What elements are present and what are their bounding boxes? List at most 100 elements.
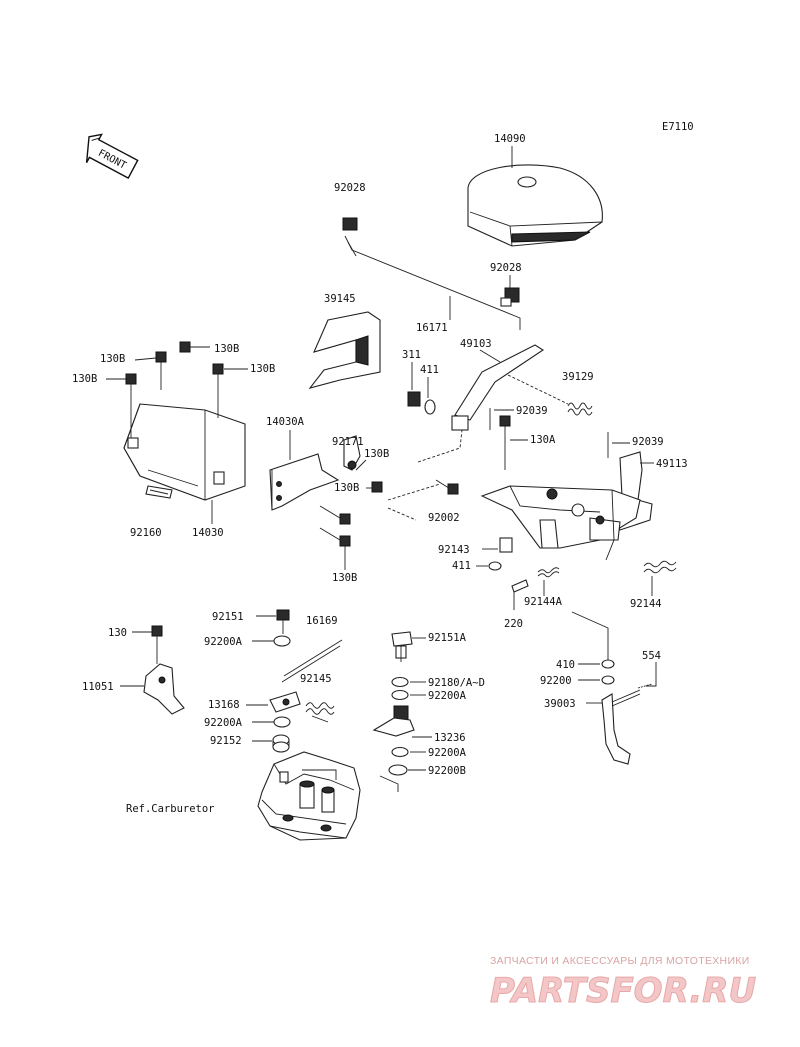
part-carburetor-base bbox=[257, 751, 361, 841]
part-spring-92145 bbox=[305, 702, 335, 723]
reference-label: Ref.Carburetor bbox=[126, 803, 215, 815]
front-arrow-icon: FRONT bbox=[85, 133, 139, 179]
part-cover-14030 bbox=[123, 403, 246, 501]
part-washer-92200A-1 bbox=[273, 635, 291, 647]
part-collar-92152 bbox=[272, 734, 290, 753]
callout-92039-left: 92039 bbox=[516, 405, 548, 417]
callout-92152: 92152 bbox=[210, 735, 242, 747]
part-collar-92143 bbox=[499, 537, 513, 553]
callout-92144: 92144 bbox=[630, 598, 662, 610]
part-spring-92144 bbox=[643, 560, 677, 574]
part-washer-92180 bbox=[391, 676, 409, 688]
part-spring-92144A bbox=[537, 567, 560, 578]
part-lever-13236 bbox=[372, 705, 415, 737]
callout-92145: 92145 bbox=[300, 673, 332, 685]
callout-39003: 39003 bbox=[544, 698, 576, 710]
part-cable-16171 bbox=[342, 217, 521, 330]
part-clip-92171 bbox=[343, 435, 361, 471]
part-washer-92200A-4 bbox=[391, 746, 409, 758]
part-bolt-92151A bbox=[391, 631, 413, 662]
callout-411-lower: 411 bbox=[452, 560, 471, 572]
part-lever-39003 bbox=[601, 689, 641, 765]
part-stud-92002 bbox=[435, 479, 459, 495]
callout-11051: 11051 bbox=[82, 681, 114, 693]
part-bolt-92151 bbox=[276, 609, 290, 634]
callout-130B-g: 130B bbox=[332, 572, 357, 584]
callout-92200A-3: 92200A bbox=[428, 690, 467, 702]
part-washer-92200A-2 bbox=[273, 716, 291, 728]
callout-554: 554 bbox=[642, 650, 661, 662]
callout-130B-d: 130B bbox=[72, 373, 97, 385]
part-lever-bracket-assembly bbox=[480, 485, 641, 561]
bolt-icon-130B-1 bbox=[155, 351, 167, 390]
callout-92200: 92200 bbox=[540, 675, 572, 687]
callout-130B-a: 130B bbox=[100, 353, 125, 365]
part-bolt-220 bbox=[511, 579, 529, 610]
part-washer-411-lower bbox=[488, 561, 502, 571]
watermark-tagline: ЗАПЧАСТИ И АКСЕССУАРЫ ДЛЯ МОТОТЕХНИКИ bbox=[490, 955, 750, 967]
part-bracket-11051 bbox=[143, 663, 185, 715]
part-bolt-130 bbox=[151, 625, 163, 664]
callout-49113: 49113 bbox=[656, 458, 688, 470]
callout-39145: 39145 bbox=[324, 293, 356, 305]
part-rod-16169 bbox=[281, 639, 343, 683]
callout-411-top: 411 bbox=[420, 364, 439, 376]
callout-130B-e: 130B bbox=[364, 448, 389, 460]
callout-14090: 14090 bbox=[494, 133, 526, 145]
callout-14030A: 14030A bbox=[266, 416, 305, 428]
bolt-icon-130B-7 bbox=[319, 527, 351, 547]
callout-92151: 92151 bbox=[212, 611, 244, 623]
bolt-icon-130B-3 bbox=[212, 363, 224, 418]
callout-92144A: 92144A bbox=[524, 596, 563, 608]
part-washer-410 bbox=[601, 659, 615, 669]
bolt-icon-130B-5 bbox=[371, 481, 383, 493]
callout-13236: 13236 bbox=[434, 732, 466, 744]
diagram-code: E7110 bbox=[662, 121, 694, 133]
watermark-brand: PARTSFOR.RU bbox=[490, 971, 756, 1011]
part-cover-14090 bbox=[467, 164, 603, 247]
part-bolt-130A bbox=[499, 415, 511, 470]
part-lever-13168 bbox=[269, 691, 301, 713]
part-bracket-14030A bbox=[269, 453, 340, 511]
part-washer-92200B bbox=[388, 764, 408, 776]
callout-130B-c: 130B bbox=[250, 363, 275, 375]
part-washer-92200A-3 bbox=[391, 689, 409, 701]
callout-92200B: 92200B bbox=[428, 765, 466, 777]
callout-92160: 92160 bbox=[130, 527, 162, 539]
callout-92002: 92002 bbox=[428, 512, 460, 524]
part-pad-92160 bbox=[145, 485, 173, 499]
callout-16169: 16169 bbox=[306, 615, 338, 627]
part-washer-411 bbox=[424, 399, 436, 415]
callout-130B-b: 130B bbox=[214, 343, 239, 355]
callout-16171: 16171 bbox=[416, 322, 448, 334]
callout-130A: 130A bbox=[530, 434, 556, 446]
callout-130B-f: 130B bbox=[334, 482, 359, 494]
callout-92200A-4: 92200A bbox=[428, 747, 467, 759]
callout-39129: 39129 bbox=[562, 371, 594, 383]
callout-92028-mid: 92028 bbox=[490, 262, 522, 274]
part-pin-554 bbox=[637, 683, 653, 689]
callout-311: 311 bbox=[402, 349, 421, 361]
callout-14030: 14030 bbox=[192, 527, 224, 539]
bolt-icon-130B-6 bbox=[319, 505, 351, 525]
callout-92180: 92180/A~D bbox=[428, 677, 485, 689]
callout-92039-right: 92039 bbox=[632, 436, 664, 448]
callout-13168: 13168 bbox=[208, 699, 240, 711]
callout-92171: 92171 bbox=[332, 436, 364, 448]
part-lever-49103 bbox=[451, 344, 545, 431]
callout-92200A-1: 92200A bbox=[204, 636, 243, 648]
callout-92143: 92143 bbox=[438, 544, 470, 556]
part-spring-39129 bbox=[567, 402, 593, 416]
bolt-icon-130B-2 bbox=[179, 341, 210, 353]
callout-92200A-2: 92200A bbox=[204, 717, 243, 729]
callout-92028-top: 92028 bbox=[334, 182, 366, 194]
callout-220: 220 bbox=[504, 618, 523, 630]
part-insulator-39145 bbox=[308, 311, 381, 389]
part-collar-311 bbox=[407, 391, 421, 407]
part-washer-92200 bbox=[601, 675, 615, 685]
callout-410: 410 bbox=[556, 659, 575, 671]
callout-92151A: 92151A bbox=[428, 632, 467, 644]
callout-49103: 49103 bbox=[460, 338, 492, 350]
callout-130: 130 bbox=[108, 627, 127, 639]
